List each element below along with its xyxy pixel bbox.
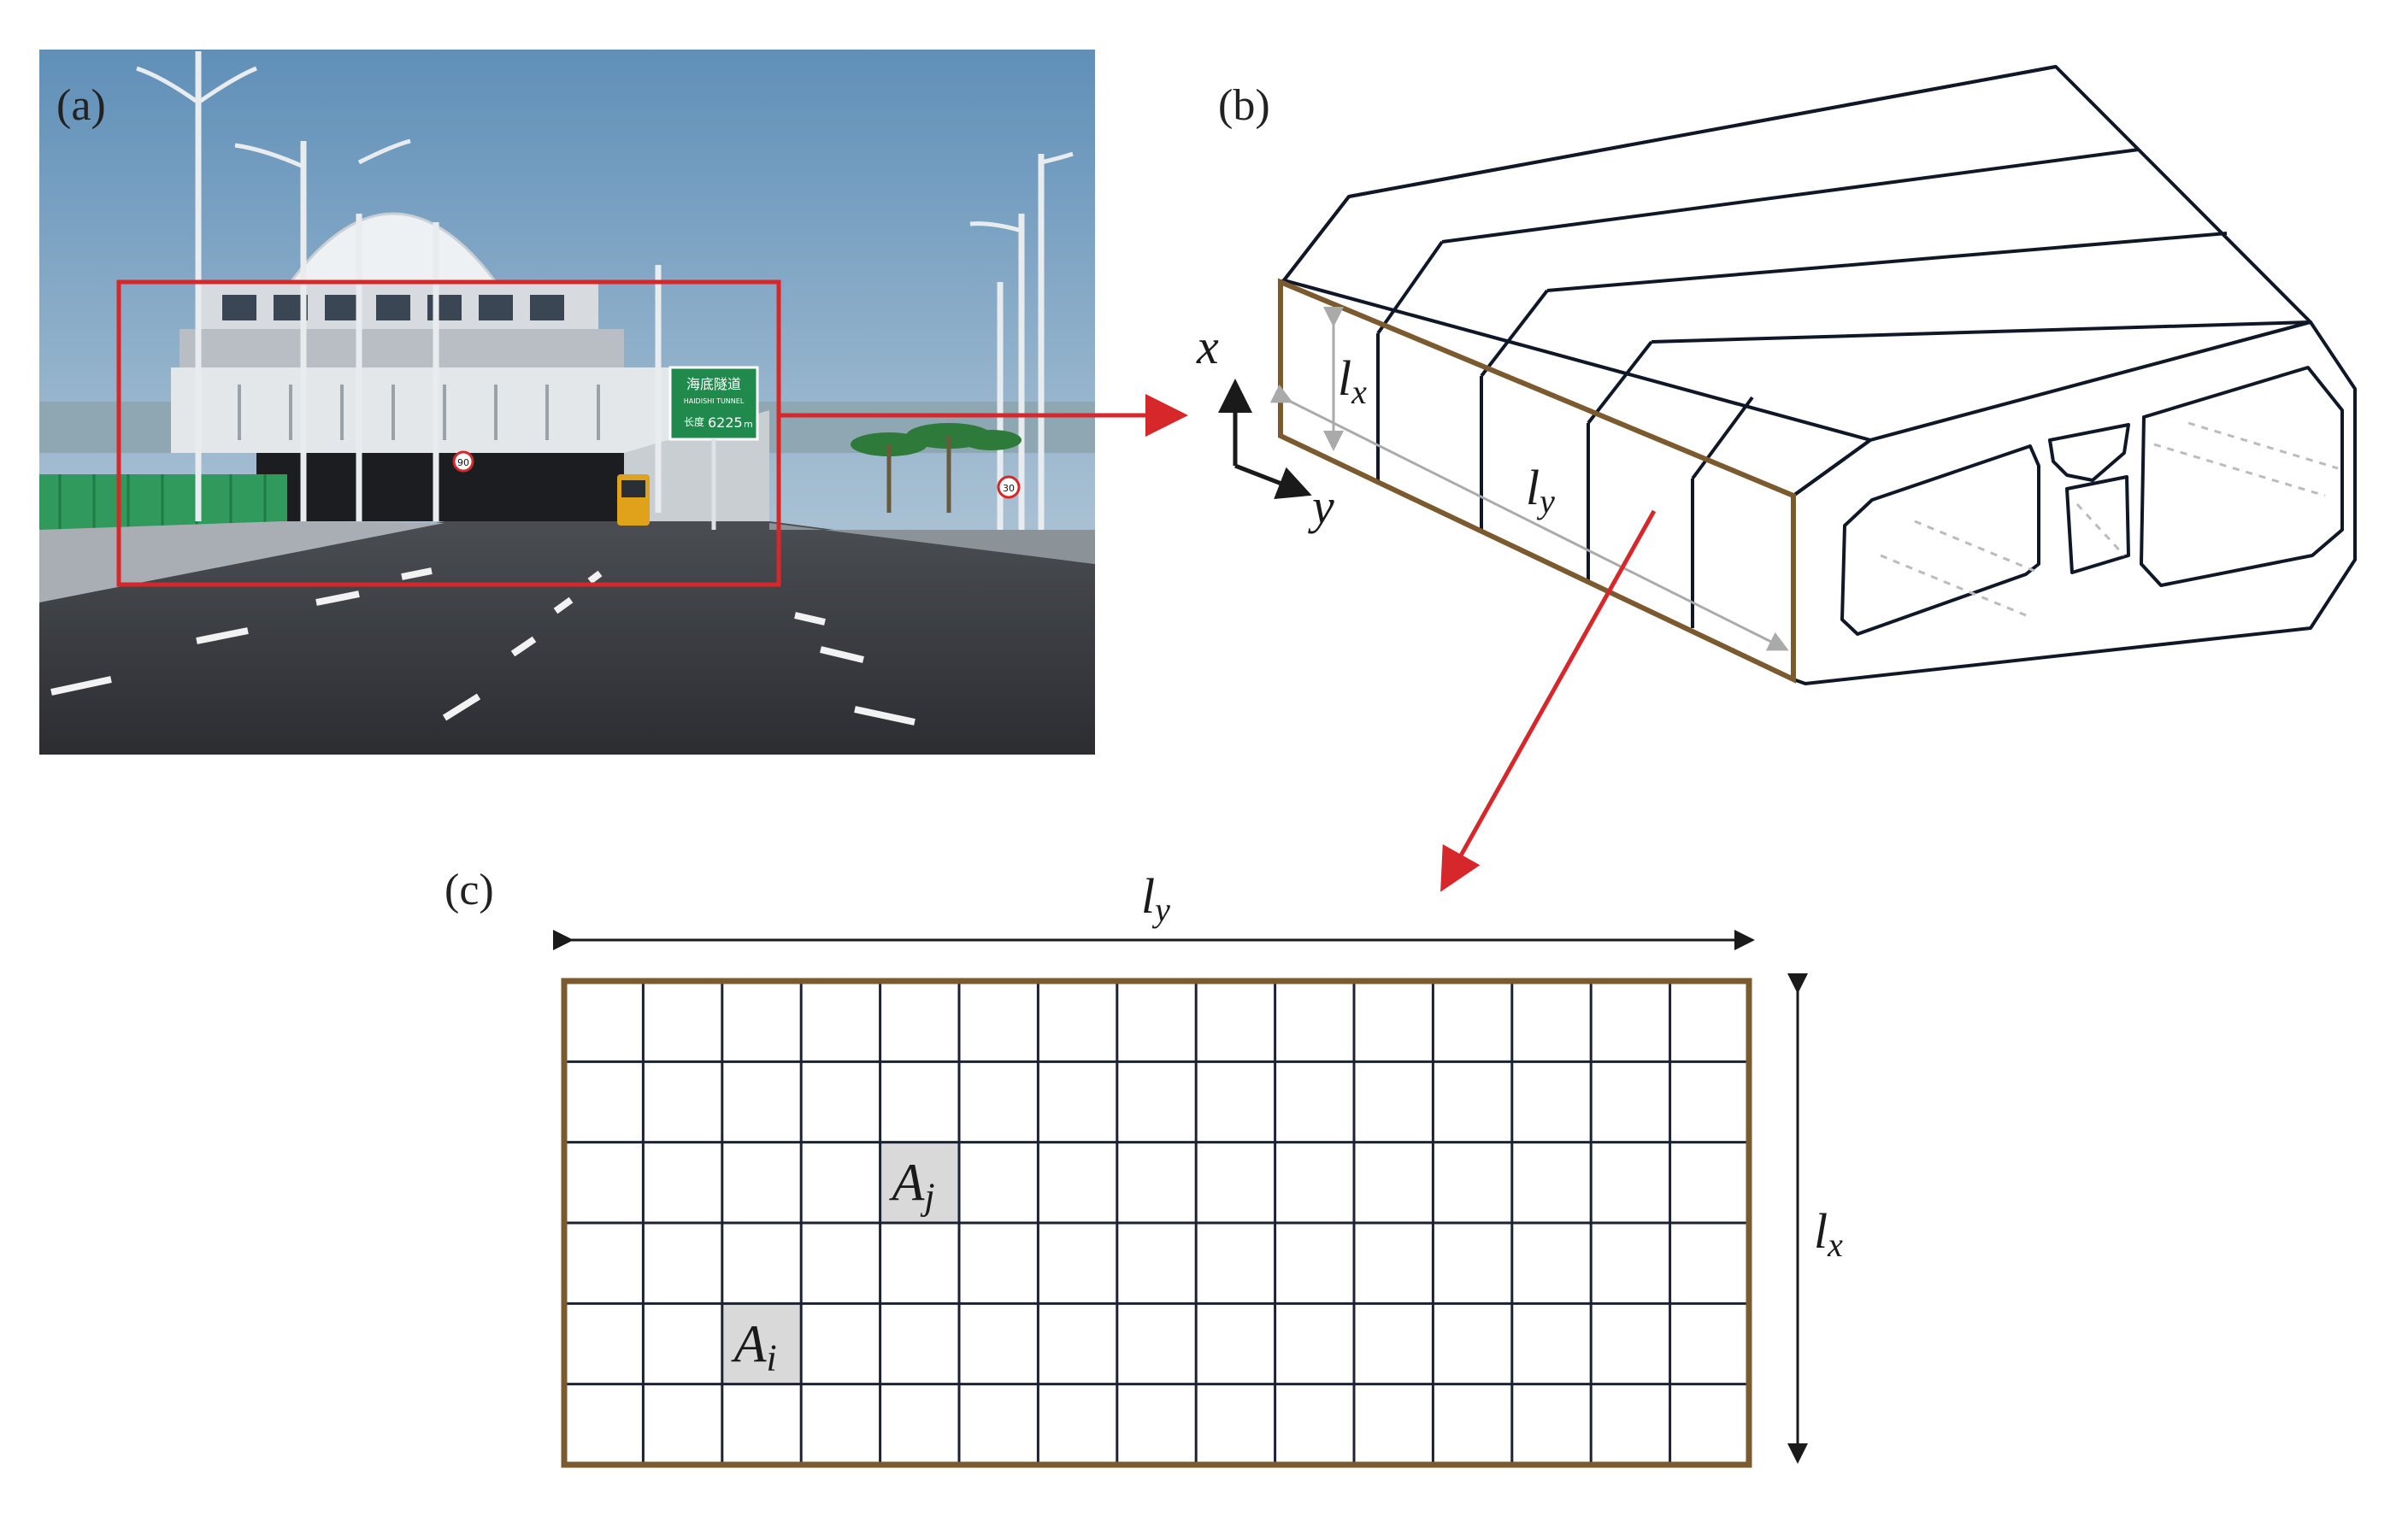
grid-outline [561,978,1752,1468]
ly-dimension-b [1269,384,1789,651]
tunnel-sign: 海底隧道 HAIDISHI TUNNEL 长度 6225 m [668,366,759,530]
sign-subtitle: HAIDISHI TUNNEL [684,397,745,405]
highlighted-cell-0 [880,1142,959,1223]
lx-label-c: lx [1814,1203,1843,1264]
bus [617,474,650,526]
cell-label-Ai: Ai [731,1315,777,1378]
tunnel-photo: 海底隧道 HAIDISHI TUNNEL 长度 6225 m 90 30 [39,50,1095,755]
lx-label-b: lx [1338,350,1367,411]
highlight-box [116,279,781,587]
sign-length-value: 6225 [708,414,743,431]
y-axis-arrow [1234,463,1312,499]
box-sketch [1279,65,2357,685]
ly-label-b: ly [1526,460,1555,520]
speed-sign: 90 30 [452,450,1021,499]
ly-label-c: ly [1141,868,1170,929]
y-axis-label: y [1308,479,1334,534]
x-axis-label: x [1196,319,1219,374]
highlighted-cell-1 [721,1303,802,1384]
speed-sign-value: 90 [457,457,469,468]
cell-label-Aj: Aj [888,1155,934,1218]
panel-label-a: (a) [56,81,106,130]
arrow-b-to-c [1440,509,1657,892]
sign-title: 海底隧道 [686,376,741,392]
panel-label-b: (b) [1218,81,1270,130]
speed-sign-value-2: 30 [1003,483,1015,494]
sign-length-unit: m [744,419,753,430]
sign-length-label: 长度 [684,415,704,428]
panel-label-c: (c) [445,866,494,914]
